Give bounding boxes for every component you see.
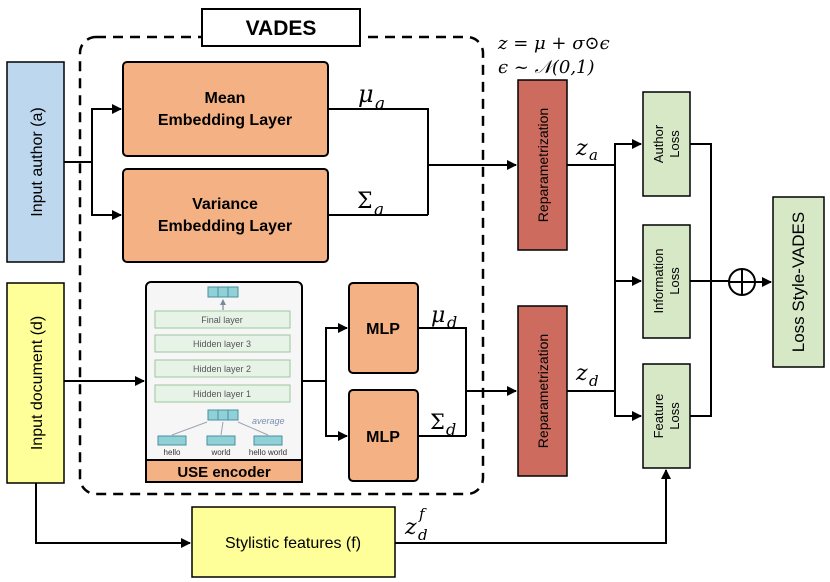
svg-text:a: a xyxy=(375,94,385,114)
feature-loss-label-2: Loss xyxy=(667,402,682,430)
symbol-mu-d: μ d xyxy=(431,303,457,332)
use-layer-1 xyxy=(154,310,291,329)
input-author-label: Input author (a) xyxy=(29,107,46,216)
line-mlp-mean-out xyxy=(418,327,467,436)
use-layer-label-1: Final layer xyxy=(201,315,243,325)
svg-text:z: z xyxy=(404,515,417,540)
svg-text:f: f xyxy=(418,505,427,523)
use-token-vector-hello xyxy=(157,435,187,446)
reparametrization-author-label: Reparametrization xyxy=(535,108,551,222)
arrow-stylistic-to-feature-loss xyxy=(395,469,671,544)
symbol-sigma-d: Σ d xyxy=(430,410,456,439)
use-layer-label-3: Hidden layer 2 xyxy=(193,364,251,374)
vades-title-box xyxy=(201,8,361,47)
use-token-world: world xyxy=(210,448,230,457)
line-mean-out xyxy=(328,108,429,215)
svg-text:Σ: Σ xyxy=(430,410,445,434)
author-loss-label-1: Author xyxy=(651,124,666,163)
use-layer-4 xyxy=(154,384,291,403)
symbol-z-a: z a xyxy=(575,136,598,164)
mlp-variance-label: MLP xyxy=(366,429,400,446)
reparam-equation-line2: ϵ ~ 𝒩(0,1) xyxy=(498,57,595,78)
svg-text:d: d xyxy=(446,420,456,439)
mean-embedding-label-1: Mean xyxy=(205,90,246,107)
arrow-document-to-stylistic xyxy=(35,483,191,548)
reparam-equation-line1: z = μ + σ⊙ϵ xyxy=(497,33,610,54)
vades-title: VADES xyxy=(246,17,317,40)
connectors xyxy=(35,104,772,548)
use-token-hello-world: hello world xyxy=(249,448,287,457)
input-document-label: Input document (d) xyxy=(29,316,46,450)
symbol-z-d: z d xyxy=(575,361,599,390)
reparametrization-document-label: Reparametrization xyxy=(535,334,551,448)
mean-embedding-layer xyxy=(122,61,329,157)
svg-text:z: z xyxy=(575,361,588,386)
svg-text:d: d xyxy=(418,526,428,544)
svg-text:Σ: Σ xyxy=(357,189,373,214)
symbol-mu-a: μ a xyxy=(358,80,385,114)
input-author-box xyxy=(6,61,65,263)
use-layer-2 xyxy=(154,334,291,353)
stylistic-features-box xyxy=(191,506,396,578)
arrow-use-to-mlp-variance xyxy=(325,381,348,441)
arrow-author-to-mean xyxy=(64,104,122,163)
svg-text:μ: μ xyxy=(358,80,374,108)
input-document-box xyxy=(6,282,65,484)
use-encoder-label: USE encoder xyxy=(177,464,271,481)
vades-region xyxy=(78,35,485,496)
variance-embedding-label-2: Embedding Layer xyxy=(158,218,292,235)
stylistic-features-label: Stylistic features (f) xyxy=(225,535,361,552)
author-loss-box xyxy=(642,91,691,197)
sum-operator-icon xyxy=(728,268,756,296)
information-loss-label-1: Information xyxy=(651,248,666,313)
loss-style-vades-box xyxy=(772,196,825,368)
reparametrization-author-box xyxy=(517,79,568,251)
information-loss-label-2: Loss xyxy=(667,267,682,295)
use-encoder-internals: Final layer Hidden layer 3 Hidden layer … xyxy=(154,286,291,457)
use-layer-label-4: Hidden layer 1 xyxy=(193,389,251,399)
use-token-vector-world xyxy=(206,435,236,446)
feature-loss-box xyxy=(642,363,691,469)
symbol-sigma-a: Σ a xyxy=(357,189,384,220)
svg-text:μ: μ xyxy=(431,303,445,328)
svg-text:d: d xyxy=(589,372,599,390)
use-average-label: average xyxy=(252,416,285,426)
loss-style-vades-label: Loss Style-VADES xyxy=(789,212,808,352)
variance-embedding-label-1: Variance xyxy=(192,196,258,213)
use-token-hello: hello xyxy=(164,448,181,457)
use-average-vector xyxy=(207,409,239,421)
arrow-use-to-mlp-mean xyxy=(302,323,348,382)
svg-text:z: z xyxy=(575,136,588,161)
use-token-vector-hello-world xyxy=(253,435,283,446)
use-output-vector xyxy=(207,286,239,298)
arrow-zd-to-feature-loss xyxy=(614,391,642,421)
svg-text:a: a xyxy=(589,146,598,164)
use-layer-3 xyxy=(154,359,291,378)
mlp-mean-label: MLP xyxy=(366,321,400,338)
svg-text:a: a xyxy=(374,200,384,220)
symbol-z-d-f: z d f xyxy=(404,505,428,544)
mean-embedding-label-2: Embedding Layer xyxy=(158,112,292,129)
feature-loss-label-1: Feature xyxy=(651,394,666,439)
use-layer-label-2: Hidden layer 3 xyxy=(193,339,251,349)
use-encoder-label-bar xyxy=(145,459,303,483)
svg-text:d: d xyxy=(447,313,457,332)
variance-embedding-layer xyxy=(122,168,329,263)
information-loss-box xyxy=(642,224,691,339)
author-loss-label-2: Loss xyxy=(667,130,682,158)
arrow-author-to-variance xyxy=(91,162,122,220)
arrow-za-to-author-loss xyxy=(614,139,642,165)
